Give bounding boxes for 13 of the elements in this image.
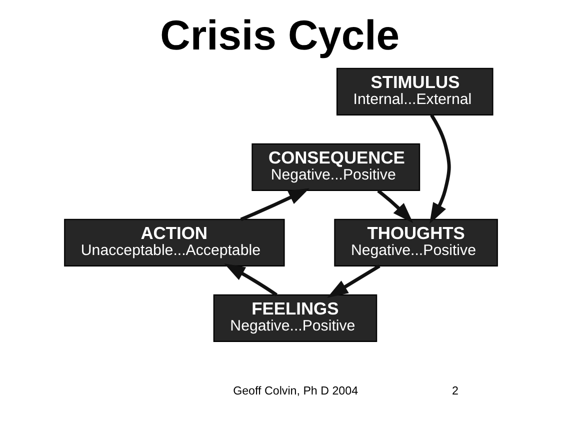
- arrow: [376, 189, 413, 224]
- node-box: FEELINGS Negative...Positive: [212, 294, 377, 342]
- arrow: [240, 188, 310, 222]
- node-box: STIMULUS Internal...External: [336, 68, 493, 116]
- label: 2: [452, 384, 458, 398]
- node-box: CONSEQUENCE Negative...Positive: [251, 143, 420, 192]
- node-box: THOUGHTS Negative...Positive: [334, 218, 498, 267]
- arrow: [224, 263, 278, 296]
- label: Geoff Colvin, Ph D 2004: [232, 384, 358, 398]
- arrow: [429, 114, 450, 224]
- diagram-title: Crisis Cycle: [160, 12, 400, 59]
- arrow: [326, 264, 380, 298]
- node-box: ACTION Unacceptable...Acceptable: [64, 218, 284, 267]
